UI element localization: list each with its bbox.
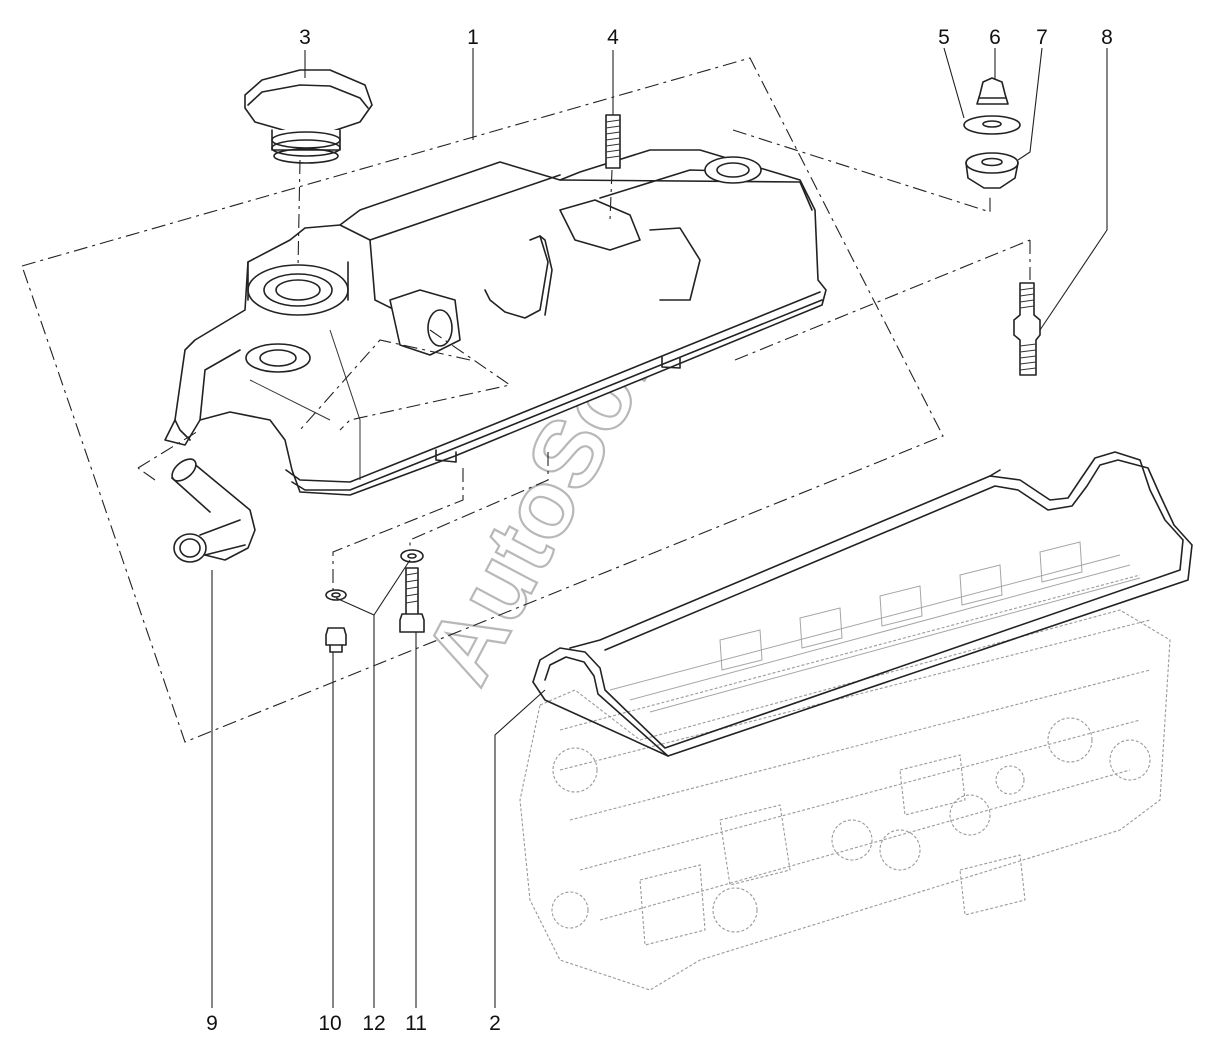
callout-8: 8 bbox=[1101, 26, 1113, 49]
nut-washer-grommet bbox=[963, 77, 1021, 189]
callout-7: 7 bbox=[1036, 26, 1048, 49]
leader-lines bbox=[211, 47, 1108, 1008]
callout-4: 4 bbox=[607, 26, 619, 49]
callout-11: 11 bbox=[405, 1012, 427, 1035]
alignment-lines bbox=[137, 129, 1031, 590]
callout-9: 9 bbox=[206, 1012, 218, 1035]
callout-12: 12 bbox=[362, 1012, 385, 1035]
callout-5: 5 bbox=[938, 26, 950, 49]
valve-cover bbox=[164, 149, 827, 496]
callout-2: 2 bbox=[489, 1012, 501, 1035]
callout-labels: 3 1 4 5 6 7 8 9 10 12 11 2 bbox=[206, 26, 1113, 1035]
stud-bolt-part-8 bbox=[1013, 282, 1041, 376]
callout-1: 1 bbox=[467, 26, 479, 49]
callout-6: 6 bbox=[989, 26, 1001, 49]
cover-gasket bbox=[532, 451, 1193, 757]
bolts-and-washers bbox=[325, 549, 425, 653]
elbow-hose-part-9 bbox=[171, 458, 256, 563]
callout-10: 10 bbox=[318, 1012, 341, 1035]
callout-3: 3 bbox=[299, 26, 311, 49]
stud-part-4 bbox=[605, 114, 621, 169]
cylinder-head bbox=[519, 541, 1171, 991]
assembly-boundary bbox=[21, 57, 944, 743]
oil-filler-cap bbox=[244, 69, 373, 164]
